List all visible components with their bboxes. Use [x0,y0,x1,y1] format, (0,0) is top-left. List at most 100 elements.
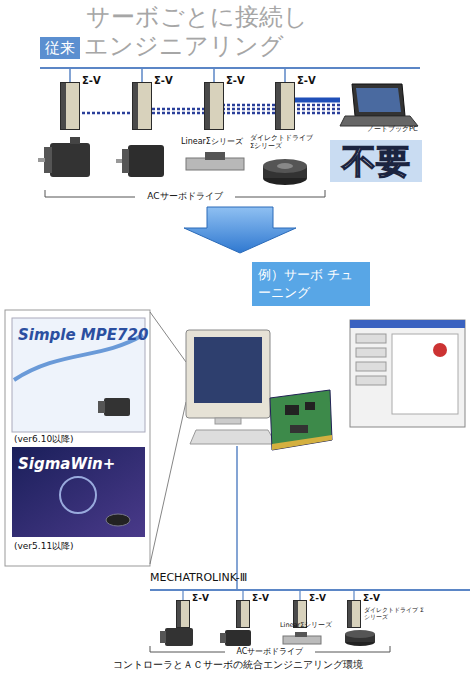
tuning-screenshot [433,343,447,357]
desktop-pc [194,337,262,403]
node-text: 不要 [342,144,410,178]
controller-card [305,402,315,410]
bus-line [141,68,143,82]
bus-line [40,67,420,69]
network-line [353,590,354,600]
bus-line [213,68,215,82]
zoom-line [150,402,186,564]
linear-motor [205,152,225,160]
desktop-pc [215,418,241,424]
direct-drive-motor [345,630,375,638]
network-line [242,590,243,600]
servo-drive: Σ-V [132,82,152,130]
node-text: 例）サーボ チューニング [258,266,364,301]
servo-motor [225,630,251,646]
node-text: Σ-V [297,75,316,86]
servo-drive: Σ-V [347,600,361,628]
servo-motor [116,159,122,163]
connector [295,98,340,103]
direct-drive-motor [263,159,307,185]
software-panel [106,514,130,526]
linear-motor [295,632,307,637]
network-line [236,446,238,590]
part-label: LinearΣシリーズ [280,622,350,630]
node-text: Σ-V [226,75,245,86]
down-arrow [184,207,296,253]
tuning-screenshot [350,320,465,328]
servo-motor [220,633,226,643]
desktop-pc [186,330,270,418]
software-panel [60,477,96,513]
label-box: 従来 [40,37,80,59]
node-text: Σ-V [154,75,173,86]
node-text: 従来 [45,39,75,58]
notebook-pc-drawing [352,84,405,116]
software-panel [5,310,150,566]
servo-drive: Σ-V [275,82,295,130]
notebook-pc: ノートブックPC [340,82,418,134]
servo-motor [160,631,166,643]
node-text: SigmaWin+ [18,455,115,473]
servo-drive: Σ-V [204,82,224,130]
servo-motor [38,137,164,177]
notebook-pc-drawing [356,88,401,112]
controller-card [272,435,332,450]
tuning-screenshot [350,320,465,427]
direct-drive-motor [345,630,375,646]
servo-motor [160,628,251,646]
controller-card [285,405,299,415]
linear-motor [186,152,244,170]
servo-motor [122,149,129,173]
caption: コントローラとＡＣサーボの統合エンジニアリング環境 [0,659,475,671]
bus-line [69,68,71,82]
direct-drive-motor [263,159,307,173]
callout-box: 不要 [330,140,422,182]
node-text: Σ-V [363,593,380,603]
network-line [182,590,183,600]
tuning-screenshot [356,334,386,343]
bus-line [284,68,286,82]
servo-motor [38,158,45,162]
node-text: Simple MPE720 [18,326,148,344]
network-line [150,446,470,600]
zoom-line [150,312,186,564]
network-line [299,590,300,600]
controller-card [290,425,308,433]
notebook-pc-drawing [340,116,418,126]
controller-card [270,390,332,450]
part-label: サーボごとに接続し [86,3,346,32]
zoom-line [150,312,186,362]
servo-drive: Σ-V [236,600,250,628]
tuning-screenshot [350,320,465,427]
node-text: Σ-V [192,593,209,603]
part-label: ACサーボドライブ [135,191,235,202]
tuning-screenshot [356,348,386,357]
tuning-screenshot [392,334,458,414]
node-text: Σ-V [82,75,101,86]
node-text: (ver6.10以降) [14,433,74,446]
part-label: ダイレクトドライブ Σシリーズ [364,606,424,620]
servo-drive: Σ-V [176,600,190,628]
notebook-pc-drawing [340,84,418,126]
servo-motor [128,145,164,177]
tuning-screenshot [356,362,386,371]
servo-motor [70,137,80,144]
part-label: LinearΣシリーズ [181,137,261,147]
software-panel [12,447,145,537]
software-panel [98,401,105,413]
desktop-pc [190,430,276,444]
desktop-pc [186,330,276,444]
linear-motor [283,632,321,644]
callout-box: 例）サーボ チューニング [252,262,370,306]
part-label: ACサーボドライブ [225,647,315,657]
software-card: SigmaWin+(ver5.11以降) [12,447,145,553]
linear-motor [283,636,321,644]
part-label: ダイレクトドライブ Σシリーズ [250,134,316,151]
part-label: エンジニアリング [84,32,324,61]
node-text: Σ-V [252,593,269,603]
software-card: Simple MPE720 (ver6.10以降) [12,318,145,446]
servo-motor [44,147,52,173]
node-text: Σ-V [309,593,326,603]
